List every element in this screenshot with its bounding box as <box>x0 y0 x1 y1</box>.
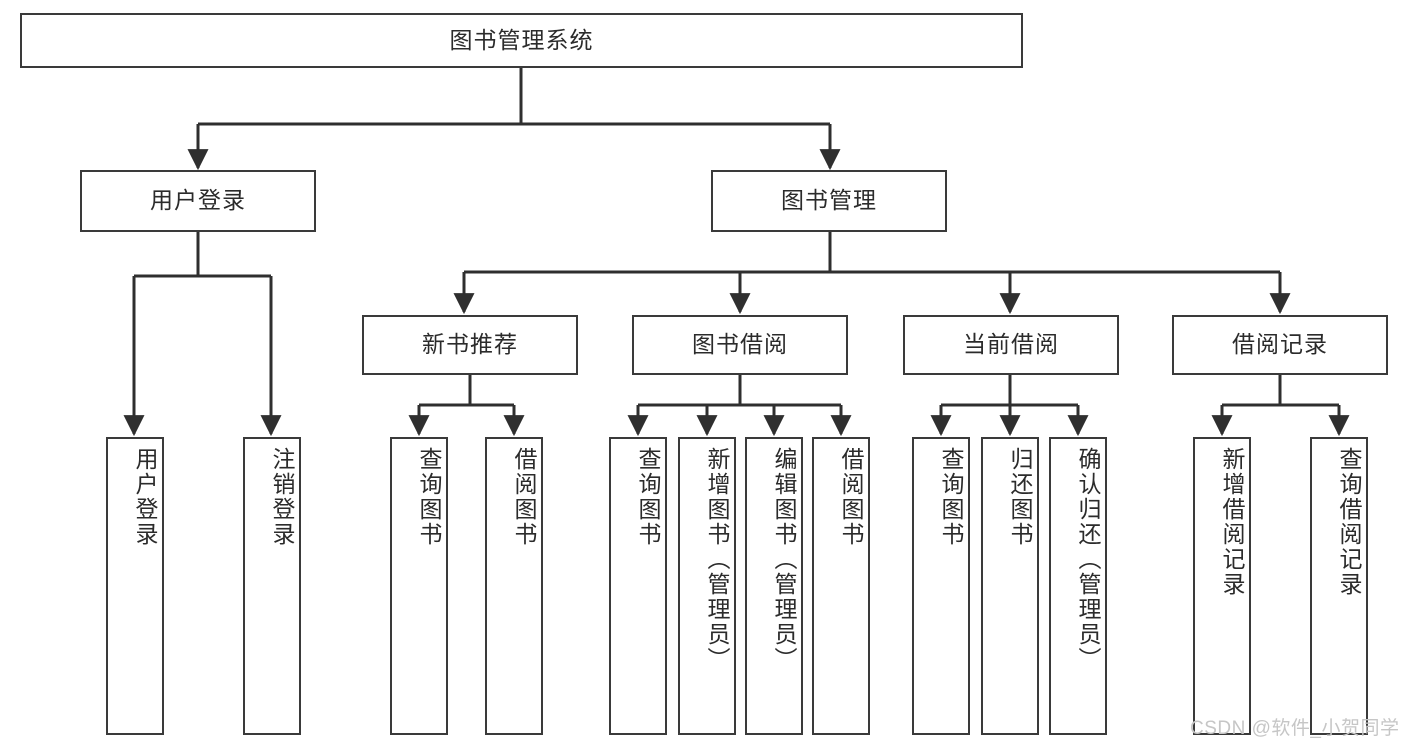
node-current-borrow[interactable]: 当前借阅 <box>903 315 1119 375</box>
node-root-system[interactable]: 图书管理系统 <box>20 13 1023 68</box>
leaf-label: 用户登录 <box>132 447 158 547</box>
leaf-label: 借阅图书 <box>511 447 537 547</box>
leaf-query-book-borrow[interactable]: 查询图书 <box>609 437 667 735</box>
leaf-query-borrow-record[interactable]: 查询借阅记录 <box>1310 437 1368 735</box>
leaf-label: 归还图书 <box>1007 447 1033 547</box>
csdn-watermark: CSDN @软件_小贺同学 <box>1190 718 1400 739</box>
node-book-management[interactable]: 图书管理 <box>711 170 947 232</box>
leaf-label: 借阅图书 <box>838 447 864 547</box>
leaf-label: 查询图书 <box>416 447 442 547</box>
leaf-logout-login[interactable]: 注销登录 <box>243 437 301 735</box>
leaf-label: 查询图书 <box>635 447 661 547</box>
leaf-label: 注销登录 <box>269 447 295 547</box>
leaf-confirm-return-admin[interactable]: 确认归还（管理员） <box>1049 437 1107 735</box>
leaf-user-login[interactable]: 用户登录 <box>106 437 164 735</box>
leaf-label: 新增借阅记录 <box>1219 447 1245 597</box>
leaf-query-book-current[interactable]: 查询图书 <box>912 437 970 735</box>
leaf-label: 查询借阅记录 <box>1336 447 1362 597</box>
leaf-return-book[interactable]: 归还图书 <box>981 437 1039 735</box>
leaf-borrow-book-borrow[interactable]: 借阅图书 <box>812 437 870 735</box>
leaf-label: 编辑图书（管理员） <box>771 447 797 672</box>
node-new-book-recommend[interactable]: 新书推荐 <box>362 315 578 375</box>
leaf-query-book-recommend[interactable]: 查询图书 <box>390 437 448 735</box>
node-book-borrow[interactable]: 图书借阅 <box>632 315 848 375</box>
leaf-add-borrow-record[interactable]: 新增借阅记录 <box>1193 437 1251 735</box>
leaf-label: 查询图书 <box>938 447 964 547</box>
leaf-add-book-admin[interactable]: 新增图书（管理员） <box>678 437 736 735</box>
leaf-label: 确认归还（管理员） <box>1075 447 1101 672</box>
node-user-login[interactable]: 用户登录 <box>80 170 316 232</box>
leaf-label: 新增图书（管理员） <box>704 447 730 672</box>
node-borrow-record[interactable]: 借阅记录 <box>1172 315 1388 375</box>
leaf-borrow-book-recommend[interactable]: 借阅图书 <box>485 437 543 735</box>
leaf-edit-book-admin[interactable]: 编辑图书（管理员） <box>745 437 803 735</box>
